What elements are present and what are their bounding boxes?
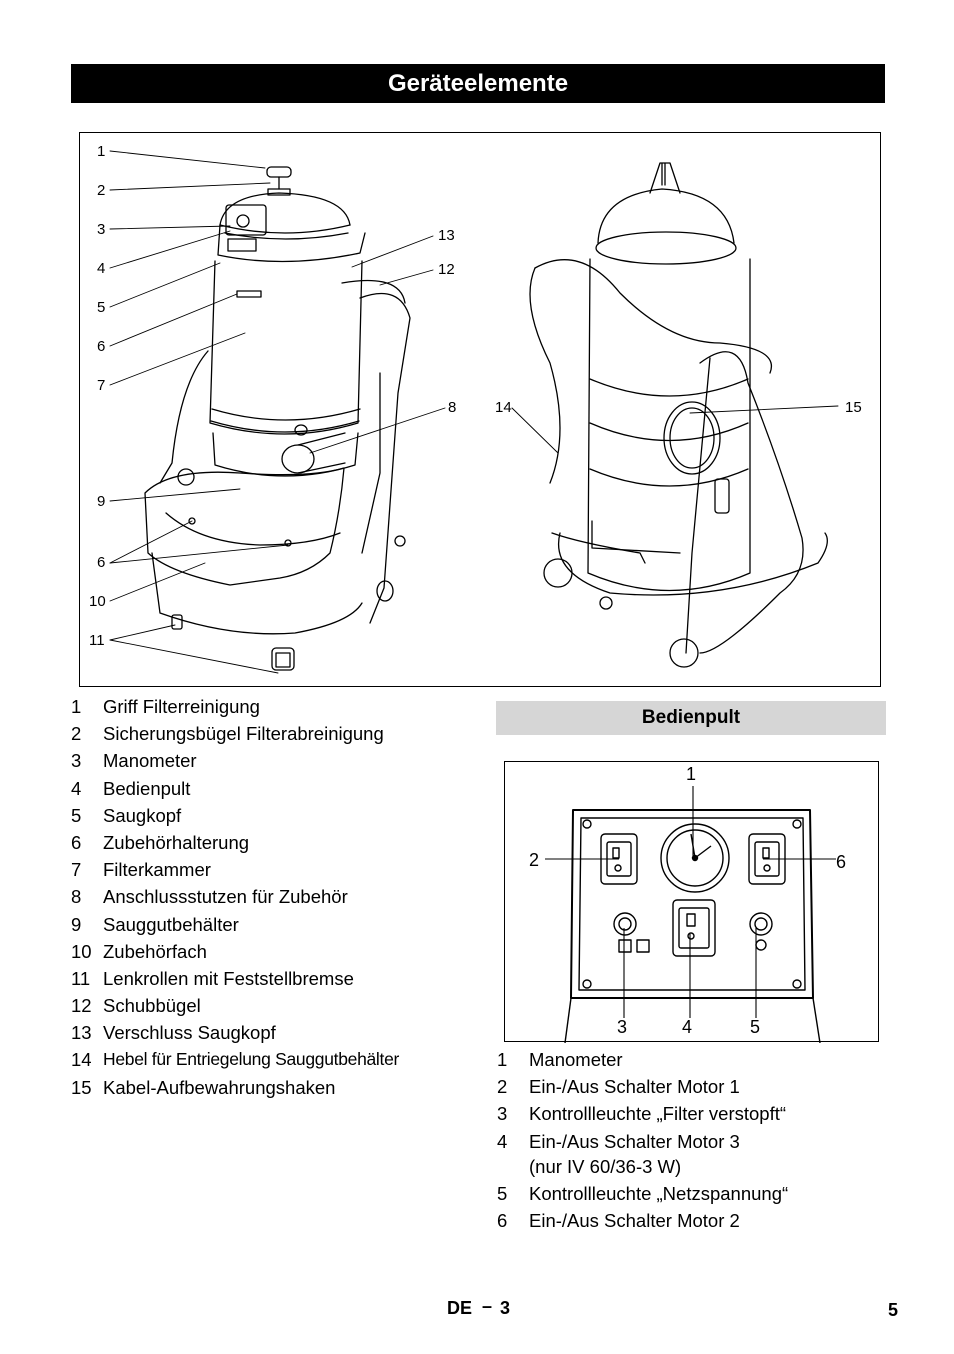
legend-label: Sicherungsbügel Filterabreinigung: [103, 723, 384, 745]
legend-item: 4 Bedienpult: [71, 775, 471, 802]
legend-num: 4: [497, 1130, 508, 1152]
control-panel-illustration: 1 2 6 3 4 5: [504, 761, 879, 1043]
control-panel-drawing: [545, 786, 836, 1043]
panel-callout-3: 3: [617, 1017, 628, 1037]
legend-num: 6: [497, 1209, 508, 1231]
legend-num: 13: [71, 1022, 92, 1044]
page-number: 5: [888, 1300, 899, 1320]
legend-num: 5: [497, 1182, 508, 1204]
legend-label: Ein-/Aus Schalter Motor 3 (nur IV 60/36-3…: [529, 1129, 740, 1179]
legend-label-line2: (nur IV 60/36-3 W): [529, 1155, 682, 1177]
legend-item: 2 Ein-/Aus Schalter Motor 1: [497, 1073, 897, 1100]
legend-num: 12: [71, 995, 92, 1017]
callout-12: 12: [438, 261, 455, 278]
legend-label: Ein-/Aus Schalter Motor 1: [529, 1076, 740, 1098]
legend-item: 12 Schubbügel: [71, 992, 471, 1019]
panel-callout-6: 6: [836, 852, 847, 872]
legend-item: 5 Saugkopf: [71, 802, 471, 829]
vacuum-drawing: [109, 150, 839, 674]
legend-item: 6 Ein-/Aus Schalter Motor 2: [497, 1207, 897, 1234]
legend-item: 6 Zubehörhalterung: [71, 829, 471, 856]
legend-item: 1 Manometer: [497, 1046, 897, 1073]
callout-13: 13: [438, 227, 455, 244]
legend-item: 2 Sicherungsbügel Filterabreinigung: [71, 720, 471, 747]
legend-label: Bedienpult: [103, 777, 191, 799]
legend-num: 3: [497, 1103, 508, 1125]
legend-num: 7: [71, 859, 82, 881]
legend-num: 1: [71, 696, 82, 717]
panel-callout-2: 2: [529, 850, 540, 870]
callout-7: 7: [97, 377, 106, 394]
legend-label: Manometer: [529, 1049, 623, 1070]
legend-label: Anschlussstutzen für Zubehör: [103, 886, 348, 908]
legend-num: 6: [71, 831, 82, 853]
legend-label: Hebel für Entriegelung Sauggutbehälter: [103, 1049, 400, 1070]
callout-15: 15: [845, 399, 862, 416]
section-heading-bedienpult: Bedienpult: [496, 701, 886, 735]
legend-item: 5 Kontrollleuchte „Netzspannung“: [497, 1180, 897, 1207]
footer-subpage: 3: [500, 1298, 511, 1318]
legend-item: 8 Anschlussstutzen für Zubehör: [71, 883, 471, 910]
device-legend: 1 Griff Filterreinigung 2 Sicherungsbügel …: [71, 693, 471, 1101]
legend-item: 9 Sauggutbehälter: [71, 911, 471, 938]
legend-label: Kabel-Aufbewahrungshaken: [103, 1076, 336, 1098]
callout-11: 11: [89, 632, 105, 649]
legend-num: 1: [497, 1049, 508, 1070]
footer-language: DE: [447, 1298, 473, 1318]
footer-dash: –: [482, 1296, 493, 1316]
legend-num: 8: [71, 886, 82, 908]
legend-item: 4 Ein-/Aus Schalter Motor 3 (nur IV 60/36-…: [497, 1128, 897, 1180]
legend-num: 10: [71, 940, 92, 962]
device-illustration: 1 2 3 4 5 6 7 9 6 10 11 13 12 8 14 15: [79, 132, 881, 687]
callout-3: 3: [97, 221, 106, 238]
legend-label: Saugkopf: [103, 804, 182, 826]
legend-item: 15 Kabel-Aufbewahrungshaken: [71, 1074, 471, 1101]
legend-item: 14 Hebel für Entriegelung Sauggutbehälter: [71, 1046, 471, 1073]
legend-num: 5: [71, 804, 82, 826]
legend-label: Manometer: [103, 750, 197, 772]
legend-num: 15: [71, 1076, 92, 1098]
legend-label: Griff Filterreinigung: [103, 696, 260, 717]
callout-8: 8: [448, 399, 457, 416]
callout-9: 9: [97, 493, 106, 510]
legend-num: 9: [71, 913, 82, 935]
legend-label: Kontrollleuchte „Filter verstopft“: [529, 1103, 787, 1125]
legend-item: 11 Lenkrollen mit Feststellbremse: [71, 965, 471, 992]
legend-num: 11: [71, 967, 91, 989]
legend-item: 7 Filterkammer: [71, 856, 471, 883]
legend-label: Schubbügel: [103, 995, 201, 1017]
callout-4: 4: [97, 260, 106, 277]
page-title: Geräteelemente: [71, 64, 885, 103]
legend-num: 3: [71, 750, 82, 772]
legend-num: 2: [497, 1076, 508, 1098]
legend-item: 13 Verschluss Saugkopf: [71, 1019, 471, 1046]
legend-label: Filterkammer: [103, 859, 211, 881]
panel-callout-1: 1: [686, 764, 697, 784]
legend-label: Sauggutbehälter: [103, 913, 239, 935]
callout-6b: 6: [97, 554, 106, 571]
panel-callout-5: 5: [750, 1017, 761, 1037]
panel-callout-4: 4: [682, 1017, 693, 1037]
legend-num: 14: [71, 1049, 92, 1071]
callout-1: 1: [97, 143, 106, 160]
legend-item: 3 Kontrollleuchte „Filter verstopft“: [497, 1100, 897, 1127]
callout-10: 10: [89, 593, 106, 610]
callout-2: 2: [97, 182, 106, 199]
legend-item: 10 Zubehörfach: [71, 938, 471, 965]
legend-label: Lenkrollen mit Feststellbremse: [103, 967, 354, 989]
legend-label: Verschluss Saugkopf: [103, 1022, 276, 1044]
legend-label: Zubehörfach: [103, 940, 207, 962]
legend-item: 1 Griff Filterreinigung: [71, 693, 471, 720]
legend-num: 4: [71, 777, 82, 799]
legend-num: 2: [71, 723, 82, 745]
legend-label: Kontrollleuchte „Netzspannung“: [529, 1182, 789, 1204]
legend-label: Ein-/Aus Schalter Motor 2: [529, 1209, 740, 1231]
callout-14: 14: [495, 399, 512, 416]
callout-6: 6: [97, 338, 106, 355]
callout-5: 5: [97, 299, 106, 316]
legend-label: Zubehörhalterung: [103, 831, 250, 853]
legend-label-line1: Ein-/Aus Schalter Motor 3: [529, 1130, 740, 1152]
legend-item: 3 Manometer: [71, 747, 471, 774]
